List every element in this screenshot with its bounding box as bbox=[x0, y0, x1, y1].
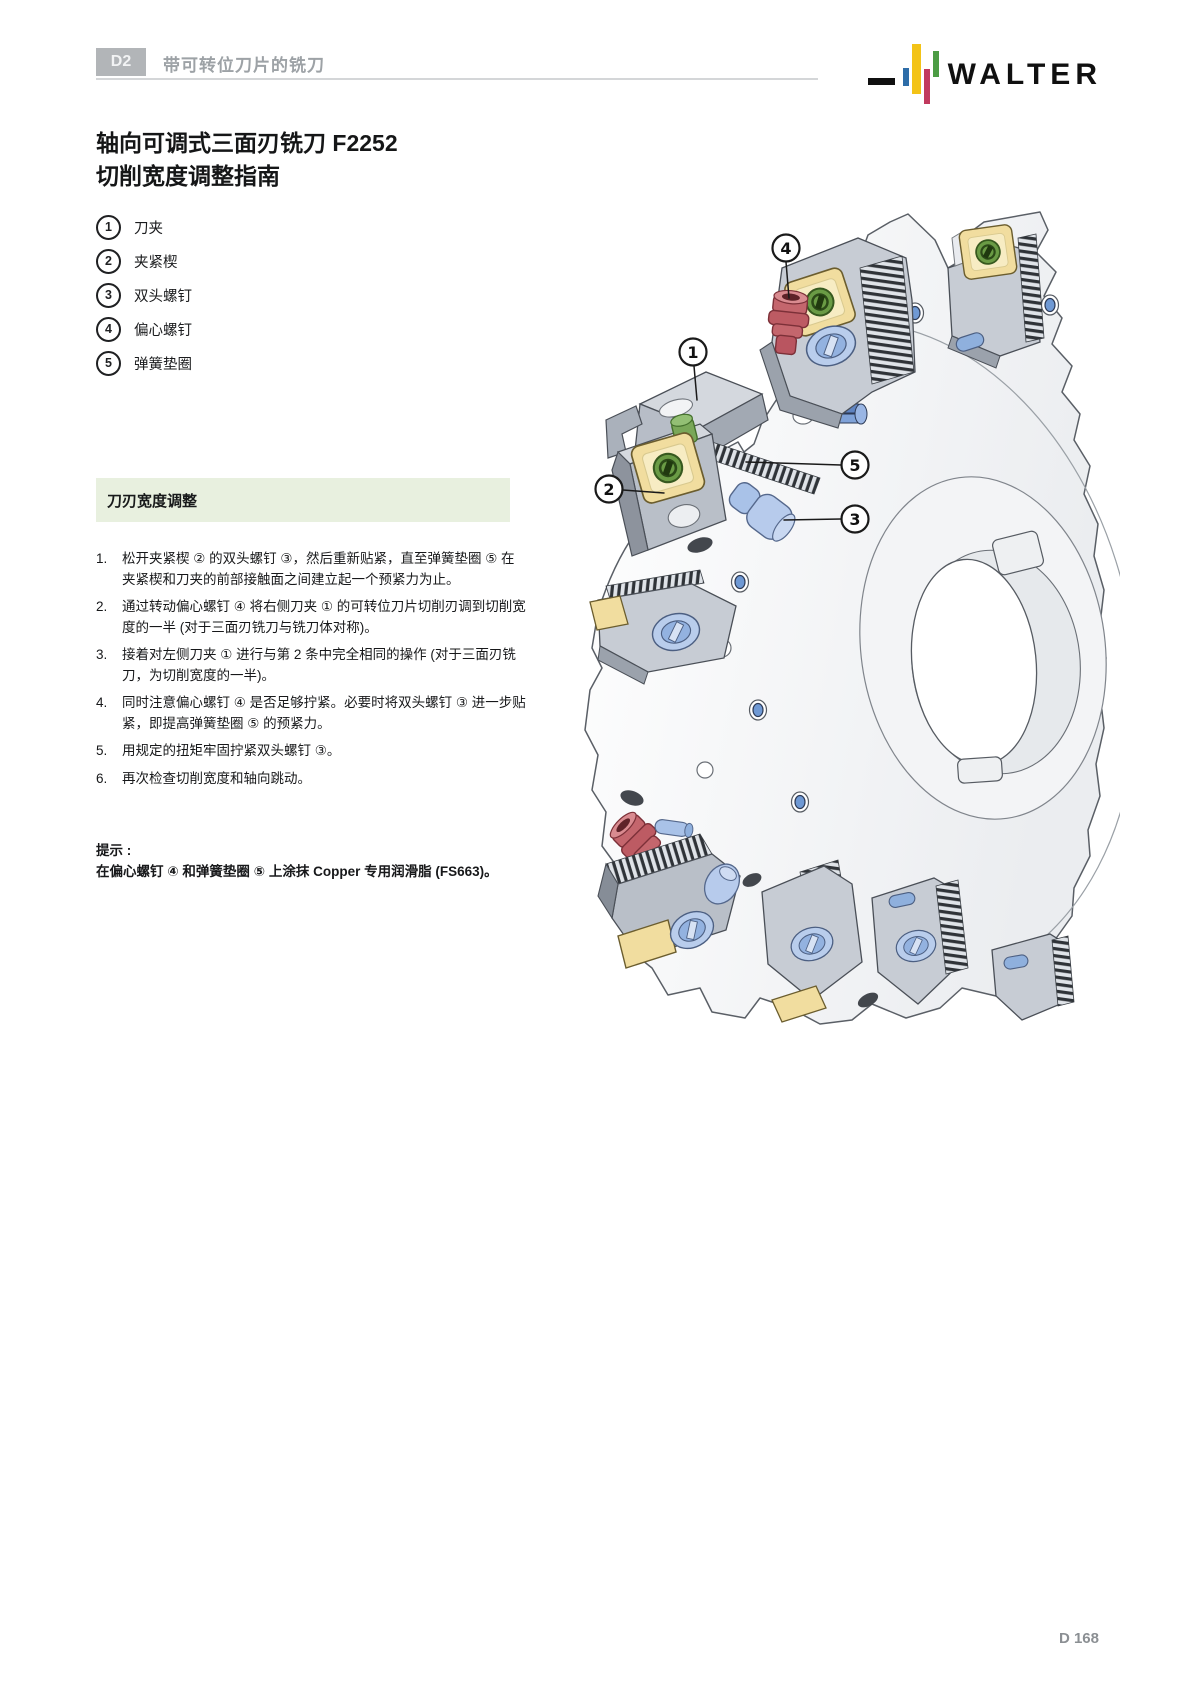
legend-circle-3: 3 bbox=[96, 282, 121, 308]
header-rule bbox=[96, 78, 818, 80]
legend-item-4: 4 偏心螺钉 bbox=[96, 312, 192, 346]
page-title-line2: 切削宽度调整指南 bbox=[96, 163, 280, 189]
legend-label-4: 偏心螺钉 bbox=[134, 322, 192, 339]
logo-wordmark: WALTER bbox=[947, 58, 1102, 91]
instruction-step-4: 4. 同时注意偏心螺钉 ④ 是否足够拧紧。必要时将双头螺钉 ③ 进一步贴紧，即提… bbox=[96, 695, 526, 731]
svg-text:3: 3 bbox=[849, 510, 860, 529]
exploded-wedge-lower bbox=[597, 805, 741, 969]
diagram-callouts: 4 1 5 2 3 bbox=[594, 233, 870, 534]
logo-bar-blue bbox=[902, 68, 909, 86]
legend-item-5: 5 弹簧垫圈 bbox=[96, 346, 192, 380]
page-number: D 168 bbox=[1058, 1630, 1099, 1647]
svg-text:4: 4 bbox=[780, 239, 791, 258]
svg-text:1: 1 bbox=[687, 343, 698, 362]
exploded-assembly-main bbox=[605, 287, 821, 557]
instruction-step-5: 5. 用规定的扭矩牢固拧紧双头螺钉 ③。 bbox=[96, 743, 341, 759]
legend-circle-4: 4 bbox=[96, 316, 121, 342]
svg-text:2: 2 bbox=[603, 480, 614, 499]
insert-station-bottom-mid bbox=[761, 859, 863, 1023]
legend-item-3: 3 双头螺钉 bbox=[96, 278, 192, 312]
insert-station-top bbox=[759, 237, 916, 429]
section-title: 带可转位刀片的铣刀 bbox=[163, 56, 325, 75]
legend-label-3: 双头螺钉 bbox=[134, 288, 192, 305]
logo-dash bbox=[867, 77, 895, 85]
milling-cutter-diagram: 4 1 5 2 3 bbox=[584, 211, 1120, 1025]
callout-1: 1 bbox=[678, 337, 708, 401]
instruction-step-3: 3. 接着对左侧刀夹 ① 进行与第 2 条中完全相同的操作 (对于三面刃铣刀，为… bbox=[96, 647, 516, 683]
instruction-step-6: 6. 再次检查切削宽度和轴向跳动。 bbox=[96, 770, 311, 786]
instruction-list: 1. 松开夹紧楔 ② 的双头螺钉 ③，然后重新贴紧，直至弹簧垫圈 ⑤ 在夹紧楔和… bbox=[96, 549, 528, 796]
page-title-line1: 轴向可调式三面刃铣刀 F2252 bbox=[96, 130, 398, 156]
tip-text: 在偏心螺钉 ④ 和弹簧垫圈 ⑤ 上涂抹 Copper 专用润滑脂 (FS663)… bbox=[96, 863, 498, 879]
instruction-step-1: 1. 松开夹紧楔 ② 的双头螺钉 ③，然后重新贴紧，直至弹簧垫圈 ⑤ 在夹紧楔和… bbox=[96, 551, 515, 587]
legend-label-1: 刀夹 bbox=[134, 220, 163, 237]
section-code-badge: D2 bbox=[96, 48, 146, 76]
legend-circle-2: 2 bbox=[96, 248, 121, 274]
insert-station-top-right bbox=[947, 222, 1045, 369]
callout-2: 2 bbox=[594, 474, 665, 504]
section-heading-box: 刀刃宽度调整 bbox=[96, 478, 510, 522]
insert-station-mid-left bbox=[589, 569, 737, 685]
svg-text:5: 5 bbox=[849, 456, 860, 475]
legend-circle-1: 1 bbox=[96, 214, 121, 240]
cutter-body bbox=[584, 211, 1120, 1025]
instruction-step-2: 2. 通过转动偏心螺钉 ④ 将右侧刀夹 ① 的可转位刀片切削刃调到切削宽度的一半… bbox=[96, 599, 526, 635]
insert-station-far-right bbox=[991, 933, 1075, 1021]
callout-3: 3 bbox=[783, 504, 870, 534]
parts-legend: 1 刀夹 2 夹紧楔 3 双头螺钉 4 偏心螺钉 5 弹簧垫圈 bbox=[96, 210, 192, 380]
logo-bar-red bbox=[923, 68, 930, 104]
tip-heading: 提示 : bbox=[96, 843, 132, 858]
section-heading: 刀刃宽度调整 bbox=[107, 492, 198, 510]
callout-4: 4 bbox=[771, 233, 801, 299]
logo-bar-yellow bbox=[911, 44, 921, 94]
clamping-wedge bbox=[611, 411, 727, 557]
page-title: 轴向可调式三面刃铣刀 F2252 切削宽度调整指南 bbox=[96, 127, 398, 193]
callout-5: 5 bbox=[745, 450, 870, 480]
indexable-insert bbox=[957, 222, 1019, 282]
logo-bar-green bbox=[932, 51, 939, 77]
legend-circle-5: 5 bbox=[96, 350, 121, 376]
legend-label-5: 弹簧垫圈 bbox=[134, 356, 192, 373]
walter-logo: WALTER bbox=[867, 40, 1102, 106]
legend-item-2: 2 夹紧楔 bbox=[96, 244, 192, 278]
legend-item-1: 1 刀夹 bbox=[96, 210, 192, 244]
insert-station-bottom-right bbox=[871, 877, 969, 1005]
tip-block: 提示 : 在偏心螺钉 ④ 和弹簧垫圈 ⑤ 上涂抹 Copper 专用润滑脂 (F… bbox=[96, 841, 566, 883]
legend-label-2: 夹紧楔 bbox=[134, 254, 178, 271]
